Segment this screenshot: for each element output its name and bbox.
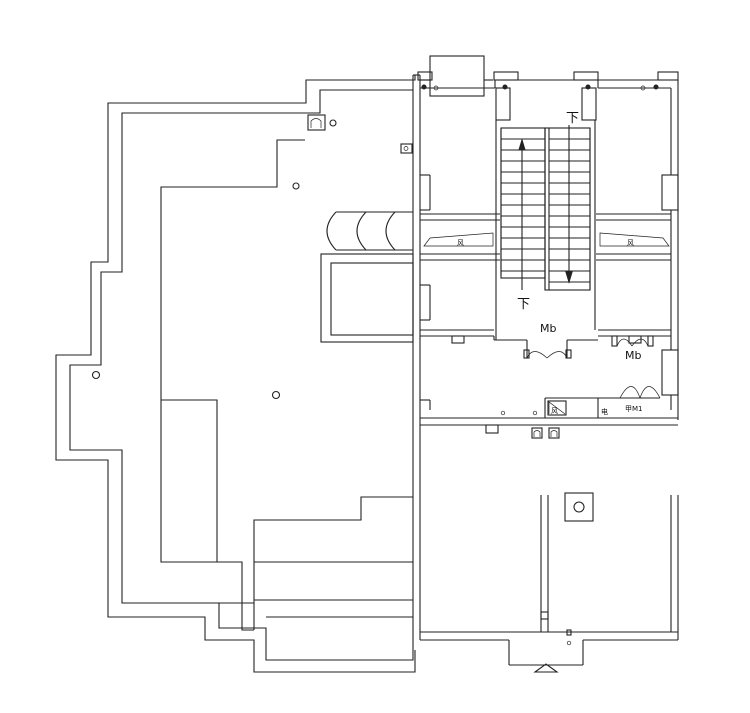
stair-down-label-top: 下 (566, 111, 579, 126)
floor-drain-b (532, 410, 538, 416)
column-point-left (91, 370, 101, 380)
door-mb-right (611, 335, 654, 347)
left-inner-wall (160, 139, 413, 631)
lower-right-block (420, 495, 679, 673)
upper-right-block (417, 55, 679, 426)
column-point-center (271, 390, 281, 400)
floor-drain-box (307, 114, 326, 131)
column-box (564, 492, 594, 522)
utility-symbol-b (533, 430, 541, 437)
stair-arrow-left-head (518, 138, 526, 151)
door-fm-label: 甲M1 (625, 405, 643, 413)
column-box-point (573, 501, 585, 513)
utility-box-b (531, 427, 543, 439)
left-outer-wall (55, 75, 416, 673)
vent-right-label: 风 (627, 239, 634, 247)
floor-drain-a (500, 410, 506, 416)
light-well (320, 253, 414, 343)
door-mb-center (493, 336, 598, 359)
arched-skylight (326, 211, 413, 251)
fixture-dot-a (421, 84, 427, 90)
fixture-dot-d (585, 84, 591, 90)
staircase (500, 125, 591, 291)
fixture-dot-f (653, 84, 659, 90)
vent-left-label: 风 (457, 239, 464, 247)
fixture-dot-e (640, 85, 646, 91)
drain-point (329, 119, 337, 127)
floor-drain-symbol (310, 118, 322, 128)
vent-box-small (547, 400, 567, 416)
vent-small-label: 风 (551, 407, 558, 415)
utility-box-a (485, 424, 499, 434)
elec-label: 电 (601, 407, 608, 416)
utility-symbol-c (550, 430, 558, 437)
central-walls (412, 74, 421, 640)
utility-box-c (548, 427, 560, 439)
door-mb-center-label: Mb (540, 322, 556, 335)
socket-dot (403, 146, 409, 151)
stair-down-label-bottom: 下 (517, 297, 530, 312)
vent-slope-small (548, 401, 566, 415)
door-fm (619, 386, 661, 399)
wall-socket-box (400, 143, 413, 154)
stair-arrow-right-head (565, 271, 573, 284)
fixture-dot-c (502, 84, 508, 90)
door-mb-right-label: Mb (625, 349, 641, 362)
fixture-dot-b (433, 85, 439, 91)
floor-drain-point (292, 182, 300, 190)
